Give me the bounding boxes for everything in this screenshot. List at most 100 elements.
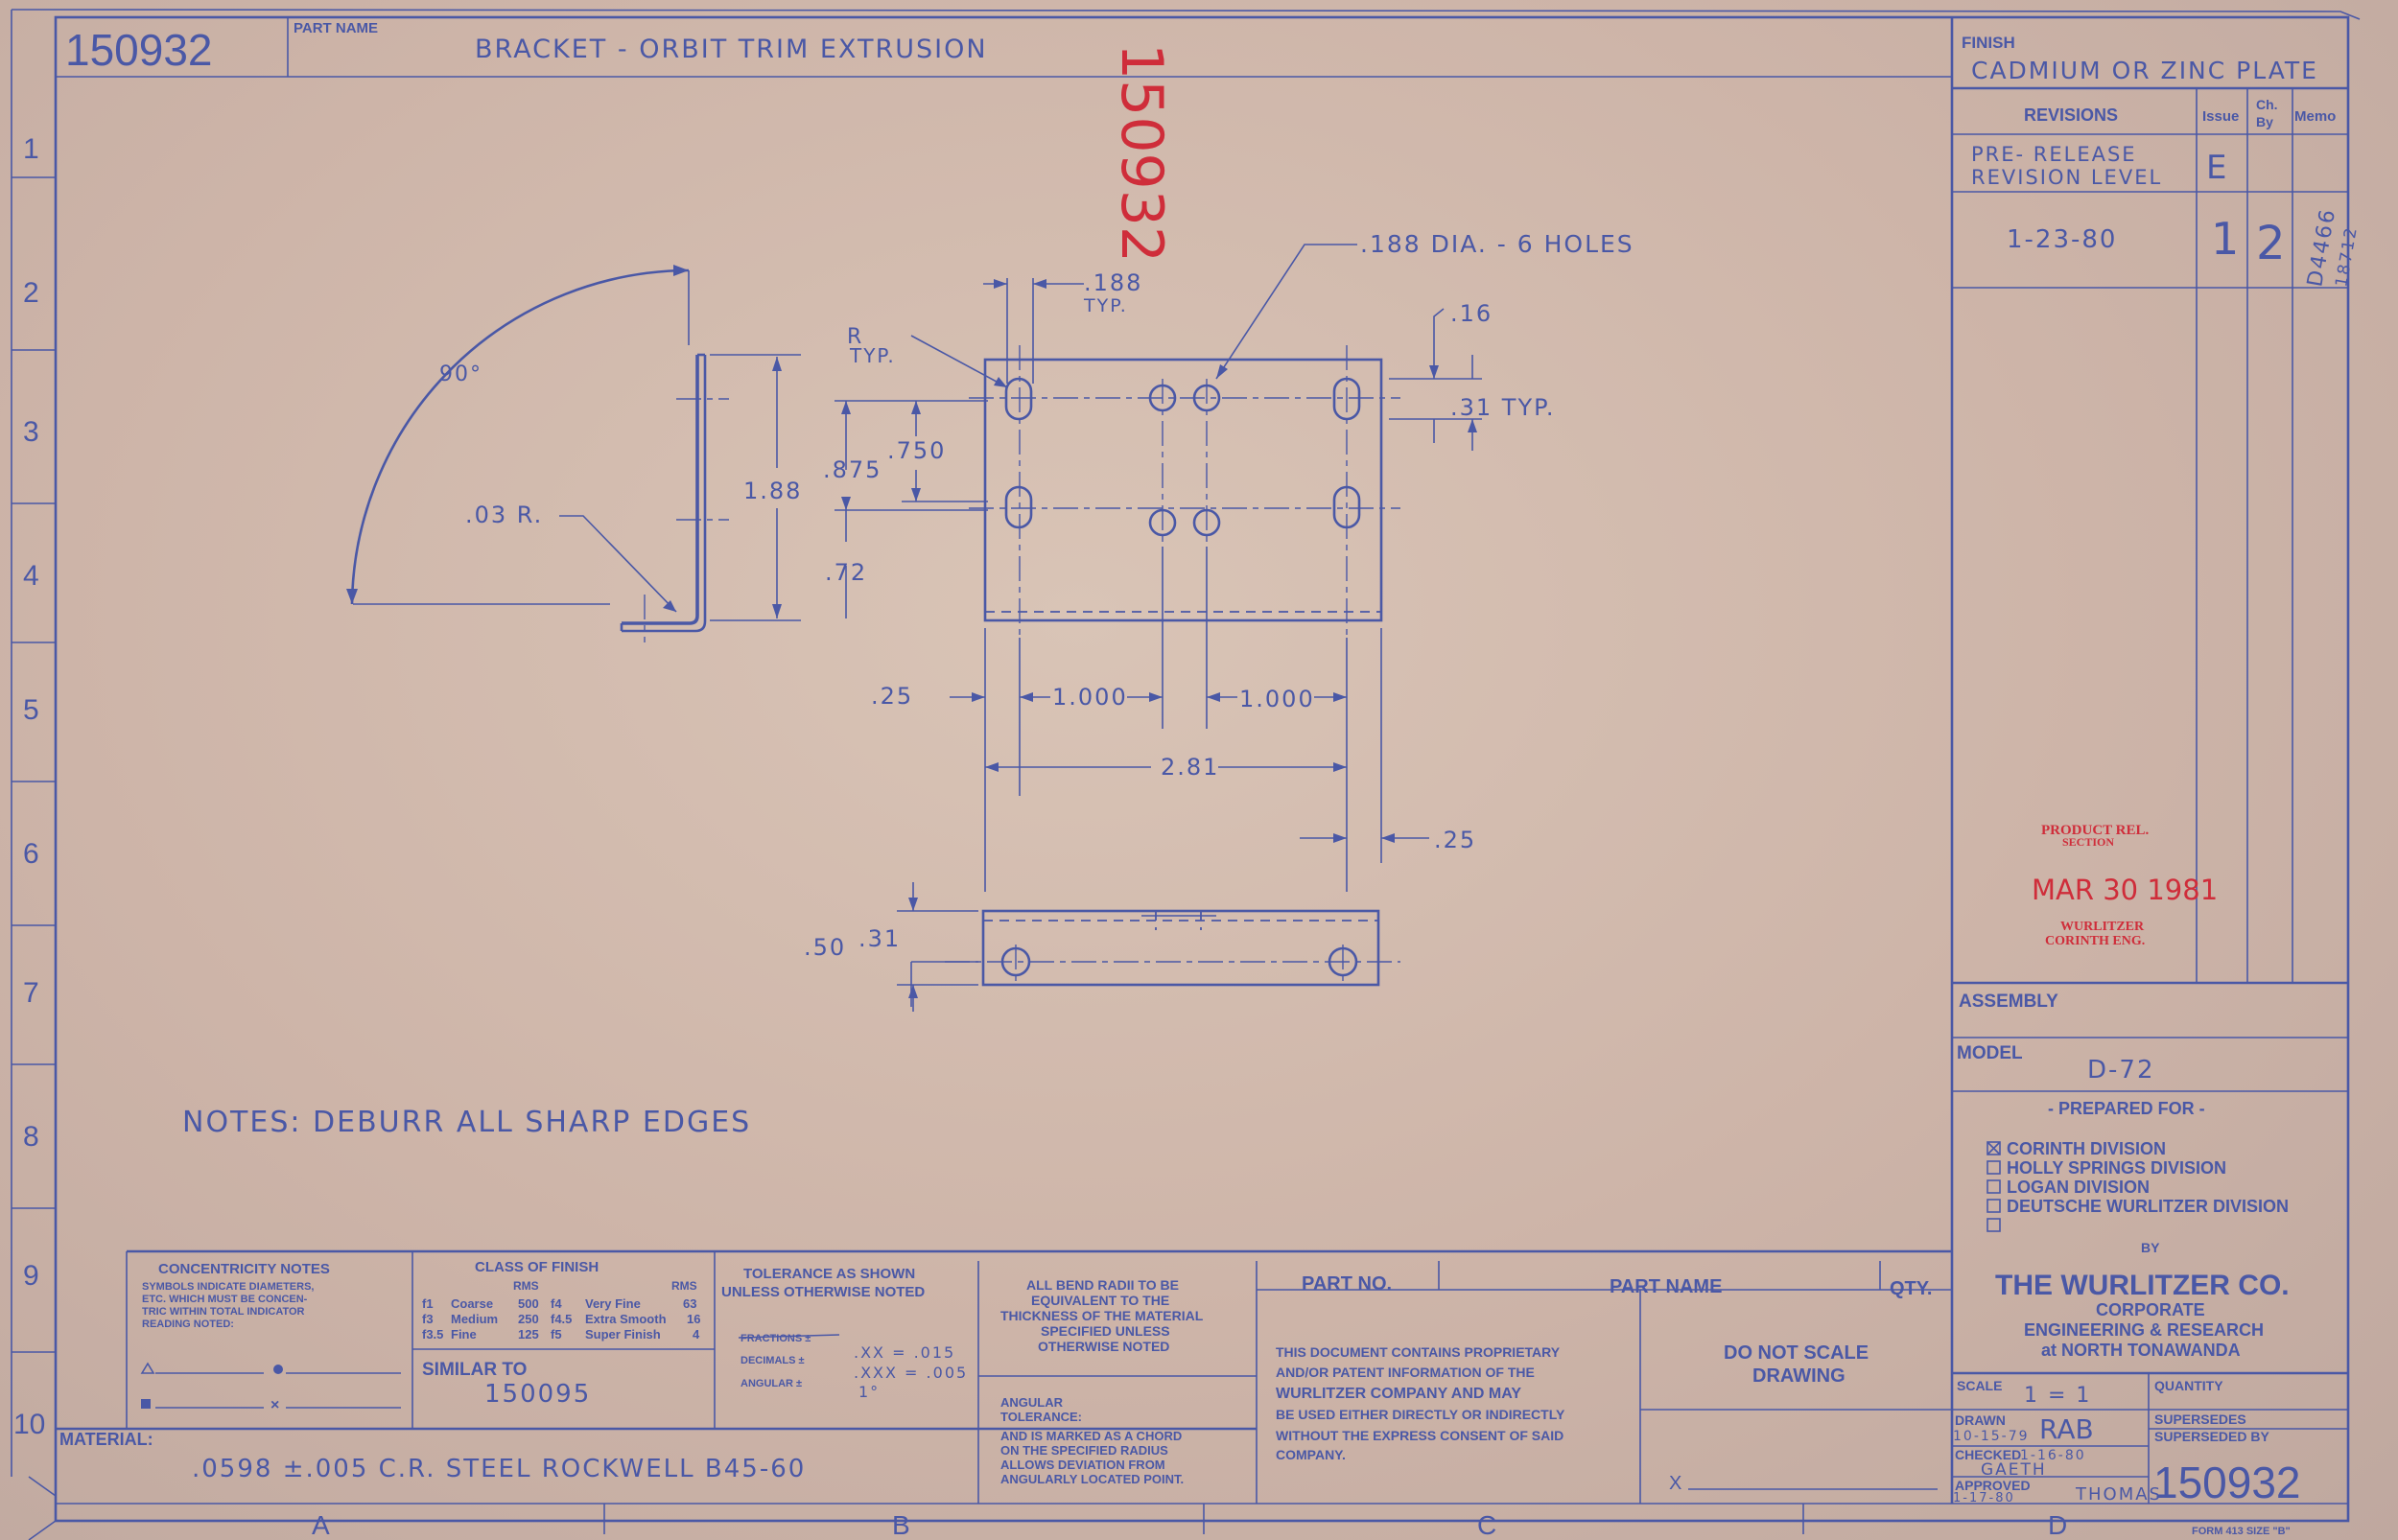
- approved-date: 1-17-80: [1953, 1491, 2015, 1505]
- hole-1: [1148, 384, 1177, 412]
- drawn-label: DRAWN: [1955, 1412, 2006, 1428]
- prop-4: BE USED EITHER DIRECTLY OR INDIRECTLY: [1276, 1407, 1565, 1422]
- model-value: D-72: [2087, 1056, 2155, 1085]
- conc-4: READING NOTED:: [142, 1318, 234, 1330]
- svg-text:4: 4: [693, 1327, 700, 1342]
- side-view: [346, 265, 729, 642]
- slot-bottom-right: [1332, 485, 1361, 529]
- pre-release-2: REVISION LEVEL: [1971, 166, 2162, 189]
- part-number-bottom: 150932: [2153, 1458, 2301, 1507]
- part-number-top: 150932: [65, 25, 213, 75]
- dimension-labels: R TYP. .188 TYP. .188 DIA. - 6 HOLES .16…: [743, 230, 1633, 961]
- svg-text:Coarse: Coarse: [451, 1296, 493, 1311]
- sheet-border: [11, 9, 2361, 1540]
- division-logan: LOGAN DIVISION: [2007, 1178, 2150, 1197]
- similar-value: 150095: [484, 1380, 591, 1409]
- bend-1: ALL BEND RADII TO BE: [1026, 1277, 1179, 1293]
- ang-2: TOLERANCE:: [1000, 1410, 1082, 1424]
- company-engineering: ENGINEERING & RESEARCH: [2024, 1320, 2264, 1340]
- dimension-lines: [710, 244, 1482, 1012]
- square-symbol: [141, 1399, 151, 1409]
- dim-750: .750: [887, 437, 946, 464]
- rms-1: RMS: [513, 1279, 539, 1293]
- revision-ch-by: 2: [2256, 217, 2288, 270]
- triangle-symbol: [140, 1362, 155, 1374]
- prop-2: AND/OR PATENT INFORMATION OF THE: [1276, 1365, 1535, 1380]
- by-label: By: [2256, 114, 2273, 129]
- zone-col-b: B: [892, 1510, 910, 1540]
- division-corinth: CORINTH DIVISION: [2007, 1139, 2166, 1158]
- checkbox-deutsche: [1987, 1199, 2001, 1213]
- ang-4: ON THE SPECIFIED RADIUS: [1000, 1443, 1168, 1458]
- svg-text:16: 16: [687, 1312, 700, 1326]
- prop-3: WURLITZER COMPANY AND MAY: [1276, 1386, 1521, 1402]
- zone-row-labels: 1 2 3 4 5 6 7 8 9 10: [13, 133, 45, 1440]
- supersedes-label: SUPERSEDES: [2154, 1412, 2246, 1427]
- tol-xx: .XX = .015: [854, 1343, 955, 1362]
- model-label: MODEL: [1957, 1043, 2023, 1063]
- svg-text:f1: f1: [422, 1296, 434, 1311]
- scale-value: 1 = 1: [2024, 1384, 2091, 1408]
- no-scale-2: DRAWING: [1752, 1365, 1846, 1387]
- rms-2: RMS: [671, 1279, 697, 1293]
- tol-fractions: FRACTIONS ±: [741, 1333, 811, 1344]
- bend-4: SPECIFIED UNLESS: [1041, 1323, 1170, 1339]
- stamp-line-1: PRODUCT REL.: [2041, 823, 2149, 838]
- dim-03-radius: .03 R.: [465, 502, 543, 528]
- x-symbol: ×: [270, 1397, 279, 1413]
- dim-50: .50: [804, 934, 846, 961]
- zone-col-d: D: [2048, 1510, 2067, 1540]
- ang-6: ANGULARLY LOCATED POINT.: [1000, 1472, 1184, 1486]
- zone-col-c: C: [1477, 1510, 1496, 1540]
- tol-angular: ANGULAR ±: [741, 1378, 802, 1389]
- tol-xxx: .XXX = .005: [854, 1364, 968, 1382]
- part-name-label: PART NAME: [294, 20, 378, 36]
- drawn-date: 10-15-79: [1953, 1429, 2030, 1444]
- checkbox-corinth-mark: [1987, 1141, 2001, 1155]
- checkbox-logan: [1987, 1179, 2001, 1194]
- checkbox-corinth: [1987, 1141, 2001, 1155]
- svg-text:f4.5: f4.5: [551, 1312, 572, 1326]
- stamp-date: MAR 30 1981: [2032, 874, 2218, 906]
- finish-title: CLASS OF FINISH: [475, 1259, 599, 1275]
- conc-title: CONCENTRICITY NOTES: [158, 1261, 330, 1277]
- zone-col-labels: A B C D: [312, 1510, 2067, 1540]
- ang-5: ALLOWS DEVIATION FROM: [1000, 1458, 1165, 1472]
- part-no-header: PART NO.: [1302, 1273, 1392, 1295]
- checked-label: CHECKED: [1955, 1447, 2021, 1462]
- zone-row-2: 2: [23, 277, 39, 309]
- slot-top-left: [1004, 377, 1033, 421]
- hole-3: [1148, 508, 1177, 537]
- tol-decimals: DECIMALS ±: [741, 1355, 805, 1366]
- hole-bottom-right: [1328, 946, 1358, 977]
- pre-release-1: PRE- RELEASE: [1971, 143, 2137, 166]
- checked-date: 1-16-80: [2020, 1448, 2086, 1463]
- stamp-line-4: CORINTH ENG.: [2045, 934, 2145, 948]
- tol-ang: 1°: [858, 1383, 880, 1401]
- red-part-number: 150932: [1108, 43, 1175, 263]
- front-view: [969, 345, 1400, 638]
- checkbox-blank: [1987, 1218, 2001, 1232]
- zone-row-9: 9: [23, 1260, 39, 1292]
- zone-row-10: 10: [13, 1409, 45, 1440]
- prop-1: THIS DOCUMENT CONTAINS PROPRIETARY: [1276, 1344, 1561, 1360]
- bottom-view: [945, 909, 1400, 987]
- prop-6: COMPANY.: [1276, 1447, 1346, 1462]
- bottom-info-table: CONCENTRICITY NOTES SYMBOLS INDICATE DIA…: [56, 1249, 1952, 1504]
- bend-2: EQUIVALENT TO THE: [1031, 1293, 1169, 1308]
- memo-label: Memo: [2294, 108, 2336, 125]
- svg-text:Extra Smooth: Extra Smooth: [585, 1312, 667, 1326]
- zone-row-8: 8: [23, 1121, 39, 1153]
- revision-date: 1-23-80: [2007, 225, 2117, 254]
- assembly-label: ASSEMBLY: [1959, 992, 2058, 1012]
- hole-2: [1192, 384, 1221, 412]
- dim-188-typ: TYP.: [1083, 295, 1128, 316]
- dim-90-angle: 90°: [439, 362, 482, 386]
- slot-top-right: [1332, 377, 1361, 421]
- svg-text:Fine: Fine: [451, 1327, 477, 1342]
- notes-text: NOTES: DEBURR ALL SHARP EDGES: [182, 1106, 751, 1139]
- tol-1: TOLERANCE AS SHOWN: [743, 1266, 915, 1282]
- svg-text:f4: f4: [551, 1296, 562, 1311]
- bend-5: OTHERWISE NOTED: [1038, 1339, 1169, 1354]
- revisions-panel: FINISH CADMIUM OR ZINC PLATE REVISIONS I…: [1950, 17, 2362, 1504]
